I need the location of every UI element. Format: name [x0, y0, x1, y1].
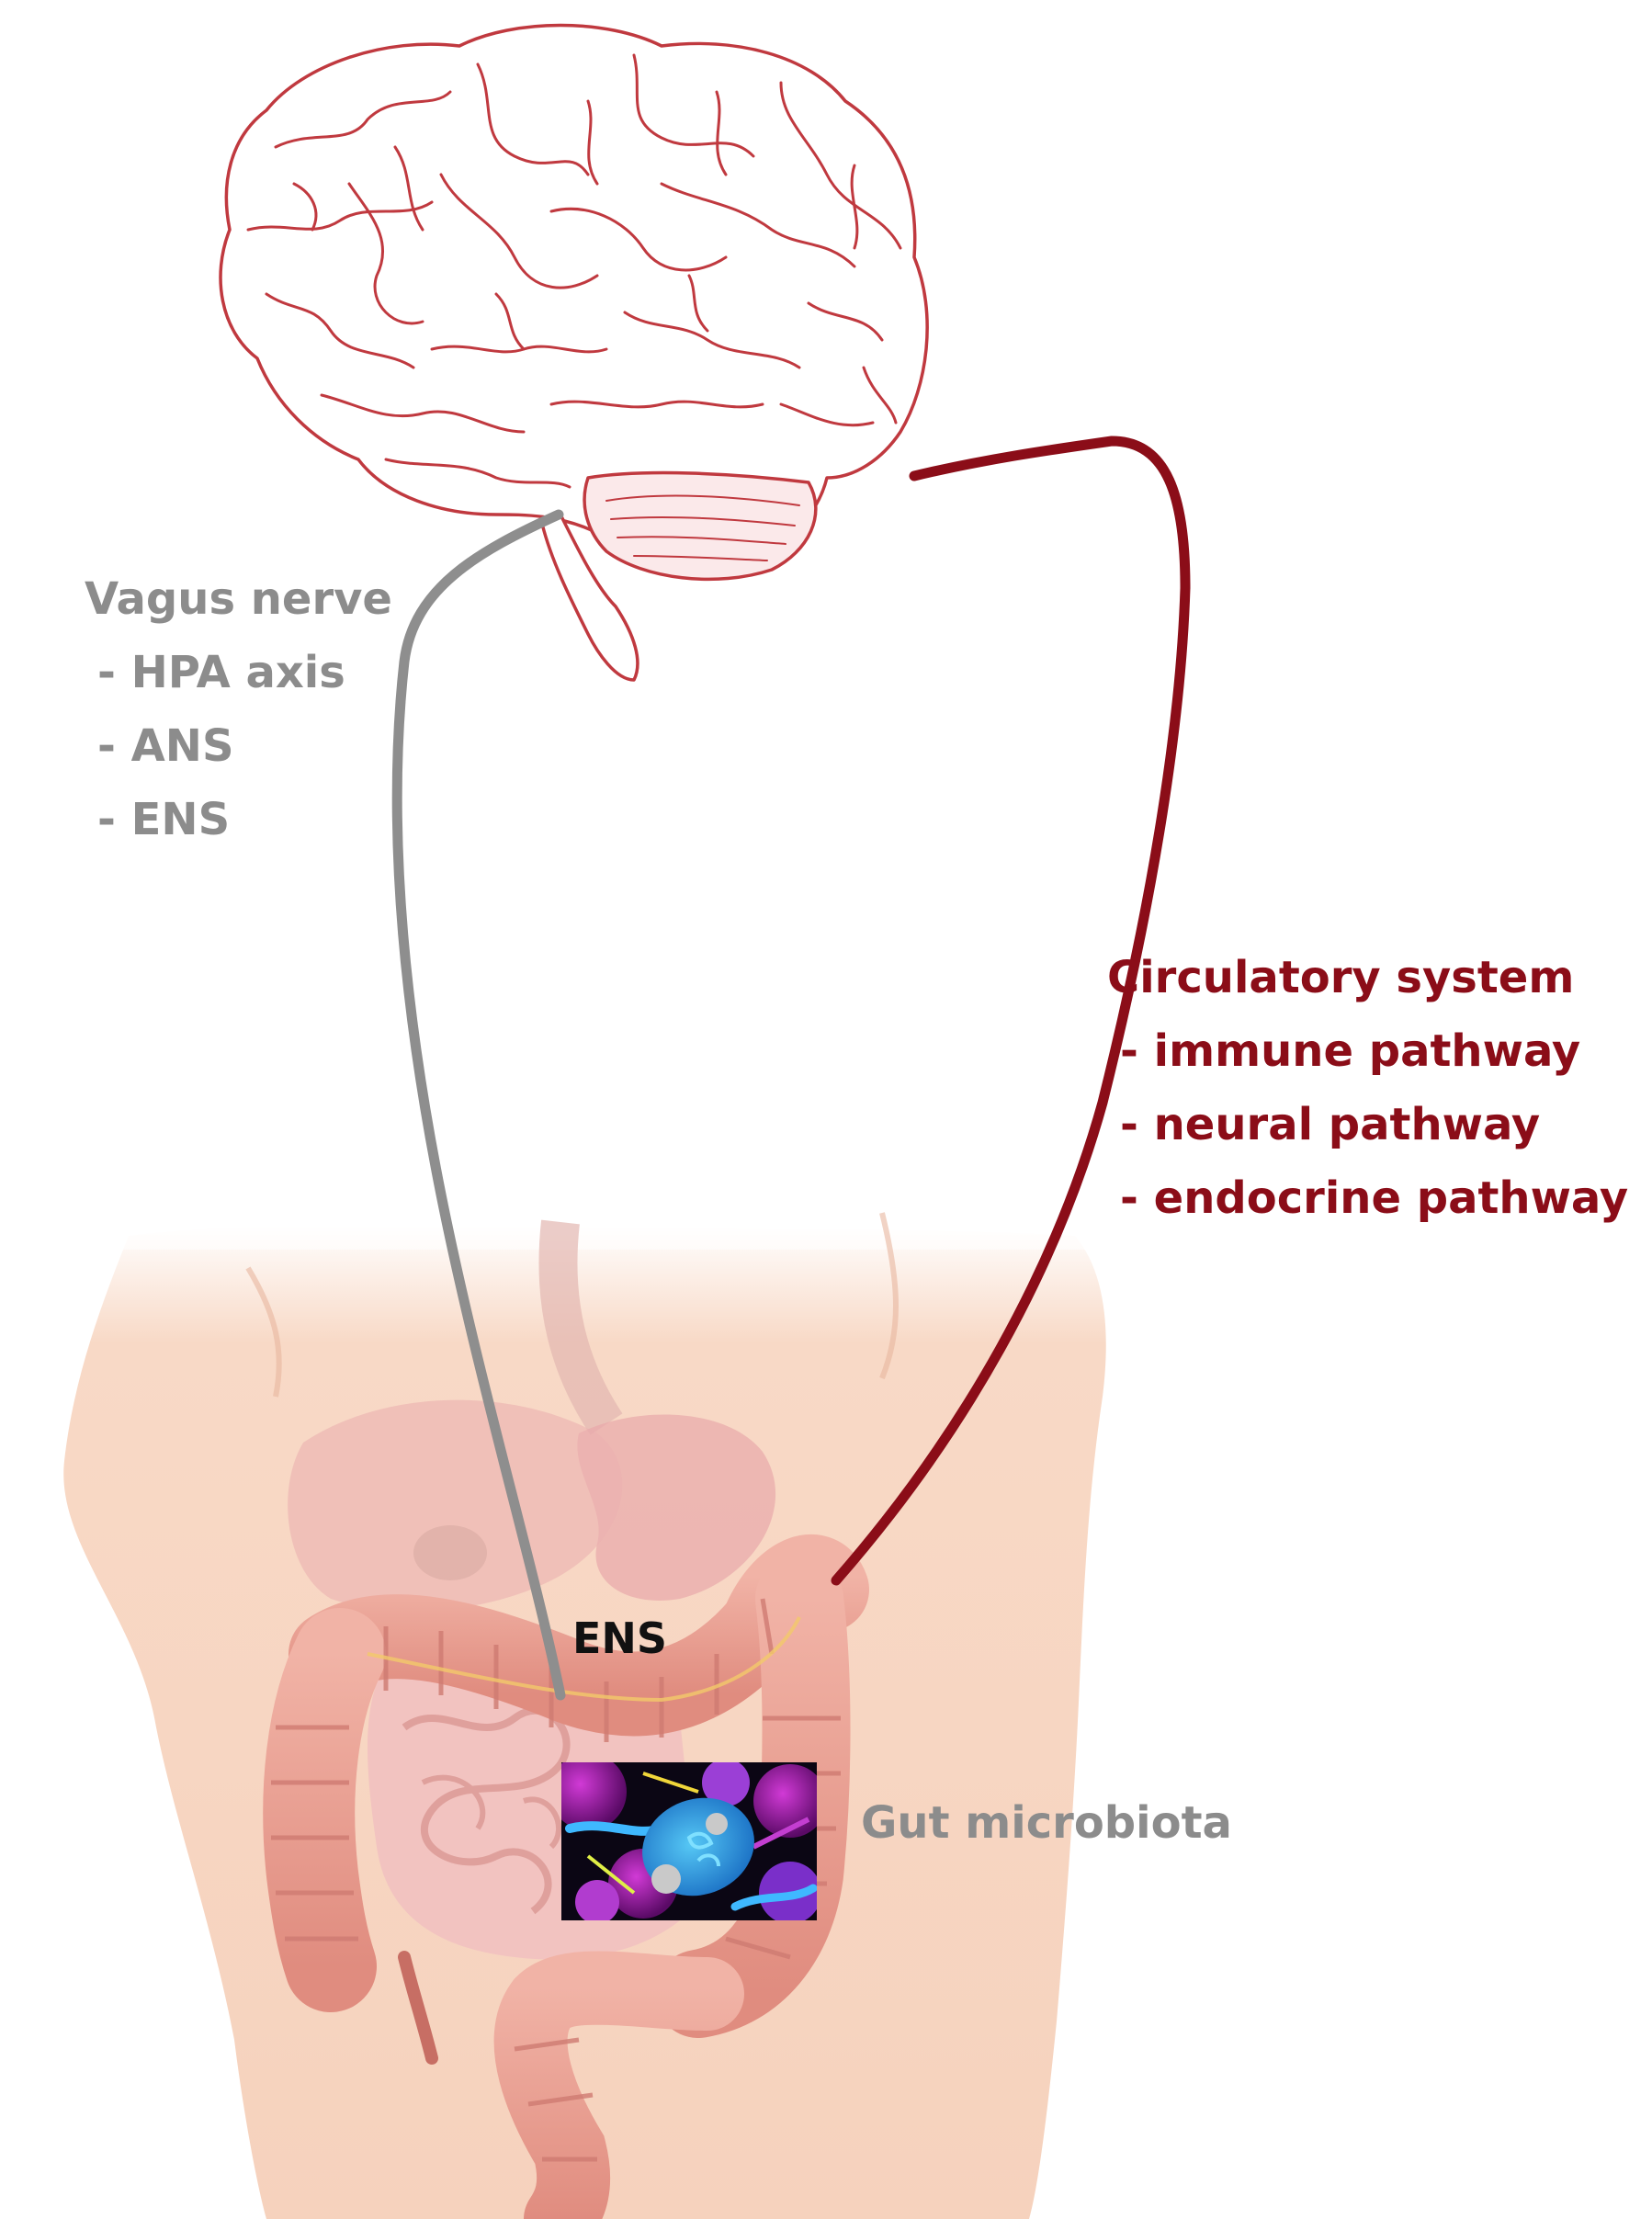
colon	[263, 1534, 869, 2219]
vagus-item-ens: - ENS	[97, 794, 231, 845]
circulatory-system-label-group: Circulatory system - immune pathway - ne…	[1107, 956, 1628, 1250]
bacterium-granule-2	[651, 1864, 681, 1894]
sigmoid-colon	[493, 1951, 744, 2219]
microbe-filament-3	[752, 1817, 810, 1850]
vagus-item-ans: - ANS	[97, 720, 234, 772]
circulatory-item-immune: - immune pathway	[1120, 1025, 1581, 1077]
brainstem	[540, 513, 639, 682]
microbe-violet-1	[759, 1862, 817, 1920]
circulatory-system-line	[831, 436, 1191, 1586]
cerebellum	[583, 470, 818, 582]
microbe-filament-1	[642, 1772, 699, 1794]
circulatory-system-title: Circulatory system	[1107, 952, 1575, 1003]
chest-contour	[879, 1212, 899, 1380]
brain-gyri	[246, 53, 902, 489]
stomach	[577, 1414, 776, 1601]
upper-organs	[288, 1399, 776, 1612]
mesenteric-vessel	[367, 1616, 801, 1703]
microbe-purple-3	[753, 1764, 817, 1838]
brain-outline	[219, 23, 929, 563]
small-intestine-coil-2	[421, 1774, 562, 1850]
vagus-nerve-line	[391, 509, 566, 1701]
vagus-nerve-title: Vagus nerve	[85, 573, 392, 625]
appendix	[398, 1951, 438, 2065]
chest-contour-left	[245, 1266, 282, 1398]
circulatory-item-neural: - neural pathway	[1120, 1099, 1541, 1150]
microbe-violet-2	[702, 1762, 750, 1806]
bacterium-dna	[686, 1831, 720, 1867]
ascending-colon	[263, 1608, 386, 2012]
cerebellum-folia	[605, 494, 800, 561]
microbe-rod-1	[565, 1821, 666, 1836]
circulatory-item-endocrine: - endocrine pathway	[1120, 1172, 1629, 1224]
liver	[288, 1399, 623, 1612]
microbiota-image	[561, 1762, 817, 1920]
brain	[219, 23, 929, 682]
microbe-rod-2	[730, 1884, 817, 1911]
bacterium-granule-1	[706, 1813, 728, 1835]
shoulder-fade	[0, 1185, 1652, 1250]
small-intestine-coil	[402, 1706, 571, 1915]
ens-label: ENS	[572, 1613, 668, 1663]
esophagus	[538, 1219, 623, 1435]
gut-microbiota-label: Gut microbiota	[861, 1797, 1232, 1849]
microbe-filament-2	[586, 1854, 636, 1895]
vagus-nerve-label-group: Vagus nerve - HPA axis - ANS - ENS	[85, 577, 392, 871]
vagus-item-hpa-axis: - HPA axis	[97, 647, 345, 698]
gallbladder	[413, 1525, 487, 1580]
microbe-violet-3	[575, 1880, 619, 1920]
microbe-purple-1	[561, 1762, 627, 1830]
